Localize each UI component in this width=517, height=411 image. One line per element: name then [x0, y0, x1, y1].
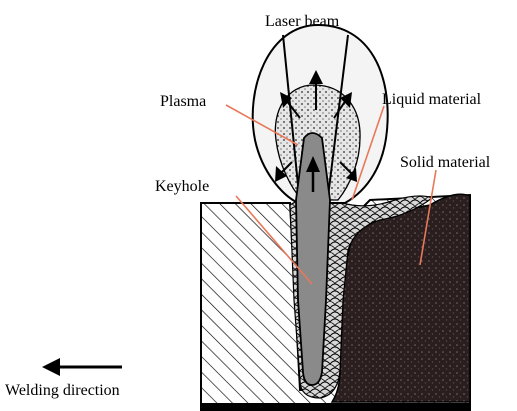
label-laser-beam: Laser beam	[265, 13, 340, 30]
arrow-left-icon	[42, 358, 122, 376]
label-solid-material: Solid material	[400, 154, 491, 171]
label-welding-direction: Welding direction	[5, 382, 120, 399]
label-liquid-material: Liquid material	[382, 91, 482, 108]
label-plasma: Plasma	[160, 93, 206, 110]
label-keyhole: Keyhole	[155, 178, 209, 195]
workpiece-bottom-edge	[201, 403, 471, 410]
